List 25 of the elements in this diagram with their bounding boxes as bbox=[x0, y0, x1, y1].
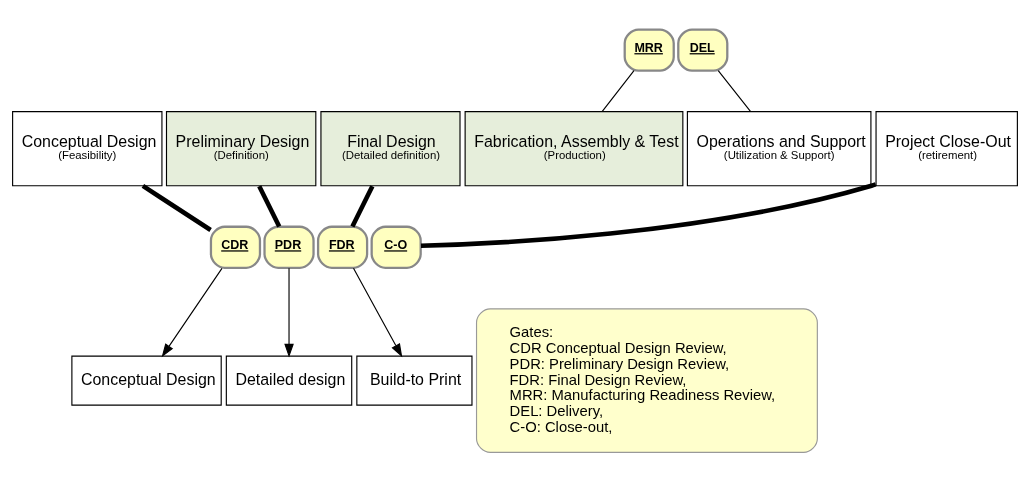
node-box: Build-to Print bbox=[356, 355, 473, 406]
connector bbox=[141, 184, 212, 232]
connector bbox=[420, 182, 877, 248]
connector bbox=[350, 185, 375, 228]
node-box: Operations and Support (Utilization & Support) bbox=[686, 111, 872, 187]
node-box: FDR bbox=[316, 225, 369, 269]
node-box: Detailed design bbox=[225, 355, 353, 406]
arrow bbox=[161, 267, 223, 358]
connector bbox=[257, 185, 282, 228]
node-box: Project Close-Out (retirement) bbox=[875, 111, 1018, 187]
node-box: CDR bbox=[209, 225, 262, 269]
node-box: DEL bbox=[677, 28, 729, 72]
connector bbox=[717, 70, 752, 112]
node-box: Conceptual Design (Feasibility) bbox=[12, 111, 163, 187]
arrow bbox=[284, 267, 294, 358]
connector bbox=[601, 70, 635, 112]
node-box: C-O bbox=[370, 225, 422, 269]
arrow bbox=[352, 267, 403, 358]
node-box: MRR bbox=[623, 28, 675, 72]
node-box: Preliminary Design (Definition) bbox=[165, 111, 317, 187]
node-box: PDR bbox=[263, 225, 315, 269]
node-box: Gates: CDR Conceptual Design Review, PDR: Preliminary Design Review, FDR: Final Design Review, MRR: Manufacturing Readiness Review, DEL: Delivery, C-O: Close-out, bbox=[475, 308, 818, 453]
node-box: Fabrication, Assembly & Test (Production) bbox=[464, 111, 684, 187]
node-box: Final Design (Detailed definition) bbox=[320, 111, 461, 187]
node-box: Conceptual Design bbox=[71, 355, 222, 406]
